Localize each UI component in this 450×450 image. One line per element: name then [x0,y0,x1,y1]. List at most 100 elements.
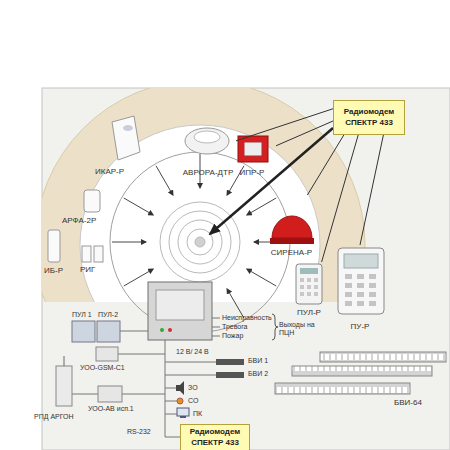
device-node: СИРЕНА-Р [265,195,318,258]
device-label: РПД АРГОН [34,413,74,421]
bvi64-bar [275,383,410,394]
drawing-part [300,285,304,289]
interface-label: RS-232 [127,428,151,436]
drawing-part [165,401,177,402]
device-label: СО [188,397,198,405]
device-label: БВИ 1 [248,357,268,365]
drawing-part [227,289,244,318]
device-name: ПУ-Р [351,322,370,332]
av-unit [98,386,122,402]
bvi64-bar [320,352,446,362]
drawing-part [156,166,173,195]
output-label: Тревога [222,323,248,331]
drawing-part [314,292,318,296]
device-label: ИКАР-Р [95,167,124,176]
drawing-part [345,292,352,297]
coverage-zone [42,88,365,302]
drawing-part [122,394,165,395]
call-point-glass [244,142,262,156]
radio-link-line [307,135,343,195]
output-bracket [272,314,278,340]
keypad-keys [345,274,376,306]
device-node: ПУ-Р [332,245,388,332]
drawing-part [212,318,220,319]
radio-link-line [322,135,359,262]
smoke-detector [185,128,229,154]
smoke-detector-top [194,131,220,143]
device-name: ПУЛ-Р [297,308,321,318]
magnet-detector [48,230,60,262]
radio-link-line [236,109,333,141]
drawing-part [345,301,352,306]
pul-keypad [97,321,120,342]
drawing-part [345,283,352,288]
output-label: Неисправность [222,314,272,322]
siren-dome [272,216,312,238]
radio-link-line [276,121,333,146]
drawing-part [120,331,148,332]
drawing-part [212,336,220,337]
drawing-part [195,237,205,247]
drawing-part [357,283,364,288]
device-label: РИГ [80,265,95,274]
drawing-part [178,220,222,264]
drawing-part [112,242,146,243]
pc-stand [180,416,186,418]
drawing-part [165,414,177,415]
drawing-part [169,211,231,273]
drawing-part [369,283,376,288]
device-node: ПУЛ-Р [288,262,330,318]
power-label: 12 В/ 24 В [176,348,209,356]
drawing-part [110,152,290,332]
rig-sensor [94,246,103,262]
device-label: ПУЛ-2 [98,311,118,319]
drawing-part [212,327,220,328]
radiomodem-box: Радиомодем СПЕКТР 433 [333,100,405,135]
drawing-part [300,292,304,296]
device-label: БВИ 2 [248,370,268,378]
output-note: Выходы на ПЦН [279,321,317,337]
device-label: АРФА-2Р [62,216,96,225]
drawing-part [118,354,165,355]
bvi64-bar [292,366,432,376]
drawing-part [314,278,318,282]
bvi-bar [216,372,244,378]
panel-led [160,328,164,332]
drawing-part [165,375,216,376]
keypad-pu [338,248,384,314]
drawing-part [357,274,364,279]
radio-link-line [360,135,383,245]
panel-led [168,328,172,332]
drawing-part [357,301,364,306]
drawing-part [187,229,213,255]
speaker-icon [176,381,184,395]
control-panel [148,282,212,340]
device-label: ПК [193,410,202,418]
drawing-part [307,278,311,282]
drawing-part [42,88,365,302]
device-node: АВРОРА-ДТР [180,116,236,178]
modem-title: Радиомодем СПЕКТР 433 [338,107,400,128]
drawing-part [369,274,376,279]
drawing-part [307,292,311,296]
output-label: Пожар [222,332,243,340]
ikar-detector [112,116,140,160]
keypad-keys [300,278,318,296]
drawing-part [357,292,364,297]
drawing-part [369,292,376,297]
drawing-part [124,198,153,215]
drawing-part [247,269,276,286]
drawing-part [369,301,376,306]
pul-keypad [72,321,95,342]
modem-title: Радиомодем СПЕКТР 433 [185,427,245,448]
drawing-part [80,125,320,302]
gsm-unit [96,347,118,361]
drawing-part [165,437,180,438]
drawing-part [72,394,98,395]
device-node: ИПР-Р [228,132,276,178]
device-name: СИРЕНА-Р [271,248,312,258]
siren-base [270,238,314,244]
device-label: ИБ-Р [44,266,63,275]
drawing-part [307,285,311,289]
